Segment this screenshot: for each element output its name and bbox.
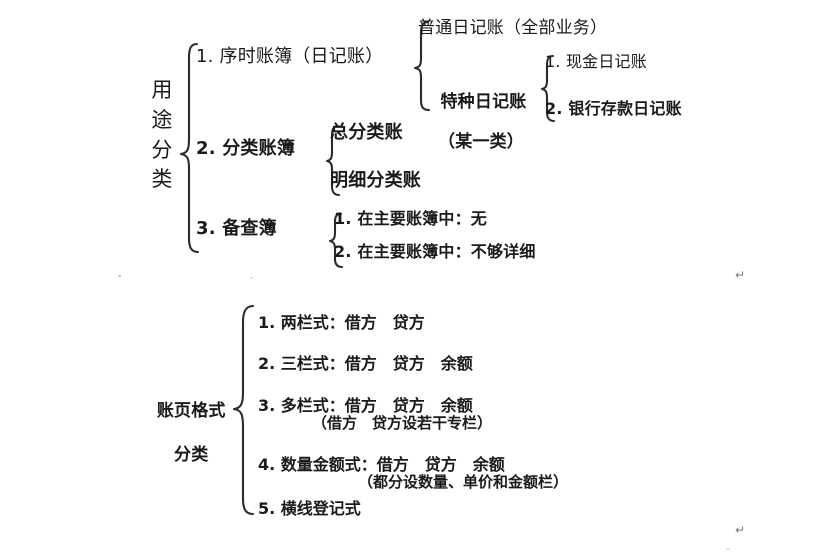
paragraph-mark-icon: ↵ xyxy=(735,523,746,537)
top-root-label: 用 途 分 类 xyxy=(151,78,173,192)
node-general-ledger: 总分类账 xyxy=(330,122,403,143)
node-cash-journal: 1. 现金日记账 xyxy=(545,52,647,71)
node-journal-books: 1. 序时账簿（日记账） xyxy=(196,46,384,67)
bottom-root-label-line1: 账页格式 xyxy=(156,401,226,422)
bottom-item-multi-column-note: （借方 贷方设若干专栏） xyxy=(312,414,493,432)
paragraph-mark-icon: ↵ xyxy=(735,268,746,282)
node-memo-item-2: 2. 在主要账簿中：不够详细 xyxy=(334,242,536,261)
node-special-journal-label: 特种日记账 xyxy=(440,92,527,113)
bottom-item-multi-column: 3. 多栏式：借方 贷方 余额 xyxy=(258,396,473,415)
bottom-item-quantity-amount: 4. 数量金额式：借方 贷方 余额 xyxy=(258,455,505,474)
bottom-item-two-column: 1. 两栏式：借方 贷方 xyxy=(258,313,425,332)
node-special-journal: 特种日记账 （某一类） xyxy=(416,72,546,192)
scan-speck xyxy=(250,277,253,279)
bottom-root-label-line2: 分类 xyxy=(174,445,209,466)
node-bank-deposit-journal: 2. 银行存款日记账 xyxy=(545,99,682,118)
node-general-journal: 普通日记账（全部业务） xyxy=(418,18,608,38)
node-subsidiary-ledger: 明细分类账 xyxy=(330,170,421,191)
bottom-item-quantity-amount-note: （都分设数量、单价和金额栏） xyxy=(358,473,569,491)
bottom-item-three-column: 2. 三栏式：借方 贷方 余额 xyxy=(258,354,473,373)
node-ledger-books: 2. 分类账簿 xyxy=(196,138,296,159)
scan-speck xyxy=(118,275,121,277)
node-memorandum-books: 3. 备查簿 xyxy=(196,218,277,239)
scan-speck xyxy=(726,548,730,550)
node-special-journal-sub: （某一类） xyxy=(438,132,524,153)
bottom-item-horizontal-line: 5. 横线登记式 xyxy=(258,499,361,518)
node-memo-item-1: 1. 在主要账簿中：无 xyxy=(334,209,487,228)
bottom-root-label: 账页格式 分类 xyxy=(124,378,234,488)
